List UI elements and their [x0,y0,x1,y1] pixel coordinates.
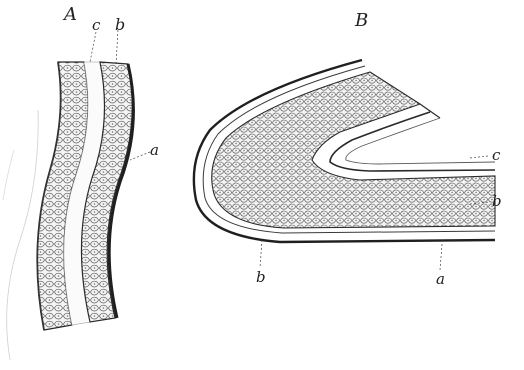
panel-b-label-a: a [436,270,445,288]
panel-b: B c b b a [194,10,502,288]
panel-a: A c b a [3,4,159,360]
panel-a-title: A [62,4,77,25]
panel-a-label-b: b [115,15,125,34]
panel-a-label-c: c [92,16,101,34]
panel-b-label-b-bottom: b [256,268,266,286]
panel-b-title: B [354,10,368,31]
panel-a-label-a: a [150,141,159,159]
panel-b-label-b-right: b [492,192,502,210]
panel-b-label-c: c [492,146,501,164]
